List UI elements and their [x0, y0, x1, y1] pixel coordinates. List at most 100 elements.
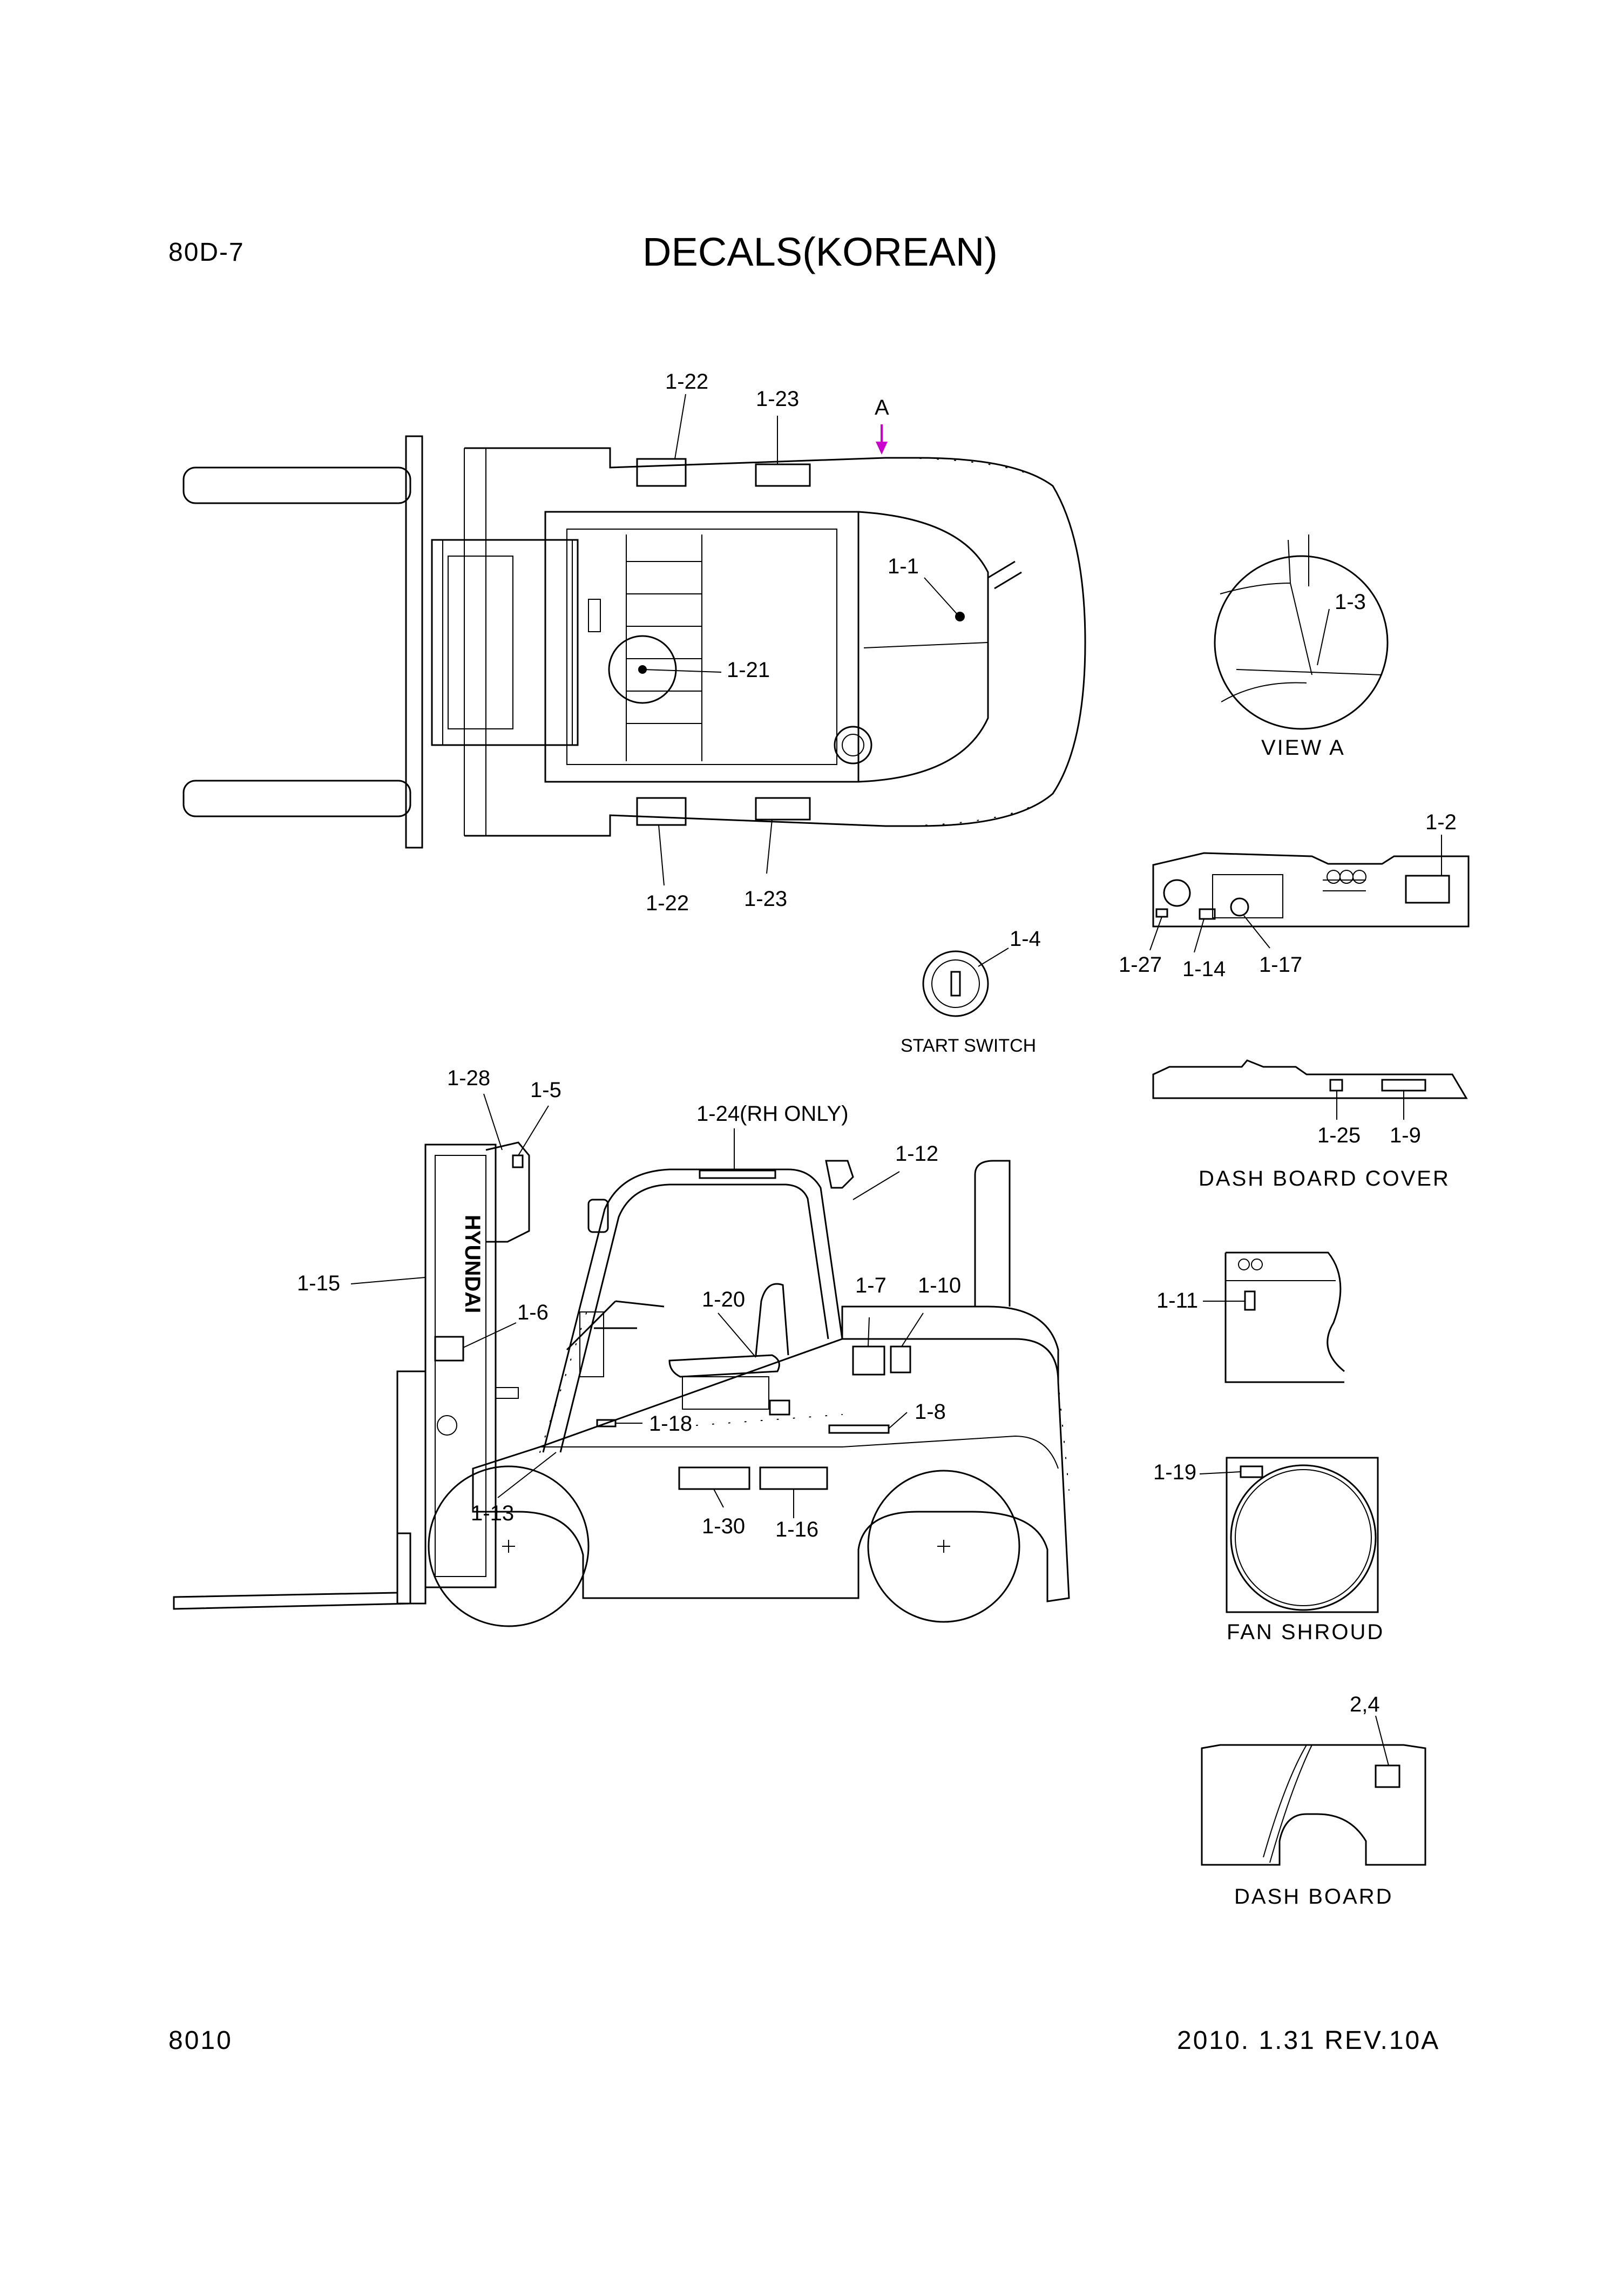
start-switch-detail: 1-4 START SWITCH [901, 927, 1041, 1056]
label-1-19: 1-19 [1153, 1460, 1196, 1484]
side-front-wheel [428, 1465, 590, 1627]
decal-1-11 [1244, 1290, 1256, 1311]
revision-date: 2010. 1.31 REV.10A [1177, 2026, 1440, 2055]
side-air-intake [825, 1160, 854, 1189]
top-body-outline [464, 447, 1086, 837]
top-decal-1-23-upper [755, 463, 811, 487]
top-mast-inner [448, 556, 513, 729]
label-1-24: 1-24(RH ONLY) [696, 1102, 849, 1126]
side-fork [173, 1532, 411, 1610]
fan-shroud-detail: 1-19 FAN SHROUD [1153, 1457, 1383, 1644]
label-1-25: 1-25 [1317, 1124, 1361, 1147]
label-1-27: 1-27 [1119, 953, 1162, 977]
top-steering-wheel [608, 635, 677, 704]
decal-1-7 [852, 1345, 885, 1376]
top-decal-1-23-lower [755, 797, 811, 821]
top-fork-upper [182, 466, 411, 504]
decal-1-2 [1405, 875, 1450, 904]
label-1-2: 1-2 [1425, 810, 1457, 834]
label-1-7: 1-7 [855, 1274, 887, 1297]
view-a-circle [1214, 555, 1389, 730]
label-1-4: 1-4 [1010, 927, 1041, 951]
model-number: 80D-7 [168, 238, 245, 267]
decal-1-9 [1381, 1079, 1426, 1092]
decal-1-25 [1329, 1079, 1343, 1092]
label-1-12: 1-12 [895, 1142, 938, 1166]
top-decal-1-22-lower [636, 797, 687, 826]
label-1-21: 1-21 [727, 658, 770, 682]
side-hood [841, 1305, 1059, 1382]
mast-warning-icon [437, 1415, 457, 1436]
decal-1-14 [1199, 908, 1216, 920]
dash-board-outline [1201, 1744, 1426, 1866]
dash-board-cover-detail: 1-25 1-9 DASH BOARD COVER [1152, 1059, 1468, 1190]
page-number: 8010 [168, 2026, 233, 2055]
side-overhead-guard [542, 1168, 843, 1453]
top-frame-rails [464, 448, 486, 836]
label-1-23-lower: 1-23 [744, 887, 787, 911]
top-mast [431, 539, 579, 746]
label-1-20: 1-20 [702, 1288, 745, 1311]
side-mast-head [485, 1141, 530, 1243]
label-1-11: 1-11 [1156, 1289, 1198, 1312]
dash-panel-detail: 1-2 1-27 1-14 1-17 [1119, 810, 1470, 981]
view-a-marker: A [875, 396, 889, 420]
side-rear-wheel [867, 1470, 1020, 1623]
label-1-3: 1-3 [1335, 590, 1366, 614]
top-hood-seam [863, 642, 989, 648]
decal-1-10 [890, 1345, 911, 1374]
top-guard-grid [626, 561, 702, 724]
decal-1-19 [1240, 1465, 1263, 1478]
side-exhaust [974, 1160, 1011, 1307]
start-switch-caption: START SWITCH [901, 1036, 1036, 1056]
dash-cover-outline [1152, 1059, 1468, 1099]
label-1-5: 1-5 [530, 1078, 561, 1102]
label-1-23-upper: 1-23 [756, 387, 799, 411]
dash-board-cable [1263, 1744, 1312, 1863]
dash-board-detail: 2,4 DASH BOARD [1201, 1693, 1426, 1909]
label-1-22-lower: 1-22 [646, 891, 689, 915]
page-title: DECALS(KOREAN) [642, 229, 998, 274]
decal-1-24 [699, 1169, 776, 1179]
dash-board-cover-caption: DASH BOARD COVER [1199, 1167, 1450, 1190]
label-1-6: 1-6 [517, 1301, 549, 1324]
side-body [472, 1338, 1070, 1602]
hood-detail-outline [1224, 1251, 1345, 1383]
decal-1-6 [434, 1336, 464, 1362]
view-a-detail: 1-3 VIEW A [1214, 535, 1389, 760]
start-switch-outer [922, 950, 989, 1017]
decal-1-5 [512, 1154, 524, 1168]
view-a-body [1220, 535, 1383, 702]
decal-2-4 [1375, 1764, 1400, 1788]
side-mast-outer [396, 1370, 427, 1605]
label-2-4: 2,4 [1350, 1693, 1380, 1716]
decal-1-8 [828, 1424, 890, 1434]
label-1-15: 1-15 [297, 1271, 340, 1295]
top-decal-1-22-upper [636, 458, 687, 487]
fan-shroud-frame [1226, 1457, 1379, 1613]
decal-1-27 [1155, 908, 1168, 918]
label-1-17: 1-17 [1259, 953, 1302, 977]
side-view-forklift: HYUNDAI [173, 1066, 1070, 1627]
decal-1-17 [1230, 897, 1249, 917]
top-guard-inner [566, 529, 837, 765]
side-mast [424, 1144, 497, 1588]
mast-hyundai-logo: HYUNDAI [461, 1215, 484, 1313]
top-mast-rails [442, 540, 573, 745]
side-mirror [587, 1199, 609, 1233]
top-wiring-route [885, 457, 1086, 827]
view-a-caption: VIEW A [1261, 736, 1345, 760]
fan-shroud-ring [1230, 1464, 1377, 1611]
label-1-10: 1-10 [918, 1274, 961, 1297]
label-1-8: 1-8 [915, 1400, 946, 1424]
label-1-9: 1-9 [1390, 1124, 1421, 1147]
decal-side-box [769, 1399, 790, 1416]
top-exhaust [987, 560, 1022, 590]
decal-1-30 [678, 1466, 750, 1490]
dash-panel-outline [1152, 852, 1470, 928]
top-hood [858, 511, 989, 783]
top-guard-slats [626, 535, 702, 761]
label-1-16: 1-16 [775, 1518, 818, 1541]
label-1-1: 1-1 [888, 554, 919, 578]
